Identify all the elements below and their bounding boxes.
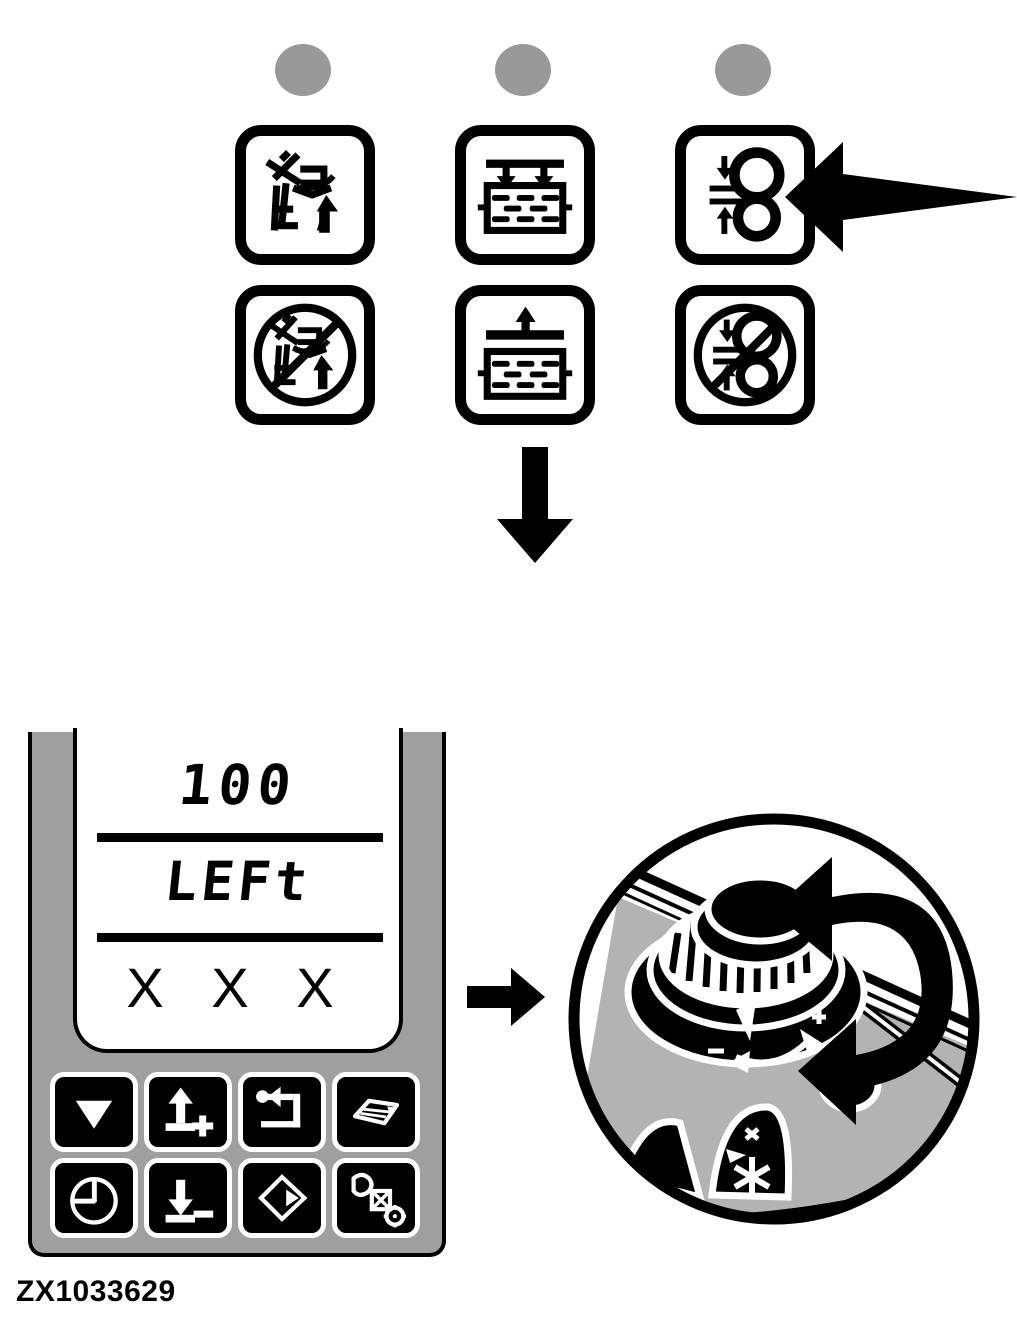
knob-minus-arrowhead: [728, 1051, 750, 1073]
icon-tile-boom-fold[interactable]: [235, 125, 375, 265]
flow-arrow-down-icon: [497, 447, 573, 563]
icon-tile-tank-fill[interactable]: [455, 125, 595, 265]
lcd-screen: 100 LEFt X X X: [73, 728, 403, 1053]
key-timer[interactable]: [50, 1158, 138, 1238]
boom-fold-icon: [265, 150, 339, 233]
up-arrow-plus-icon: [165, 1087, 214, 1137]
monitor-keypad: [50, 1072, 428, 1240]
roller-compress-disabled-icon: [693, 303, 797, 407]
console-switch-ac: [708, 1103, 793, 1201]
flow-arrow-right-icon: [467, 968, 545, 1026]
icon-tile-boom-fold-disabled[interactable]: [235, 285, 375, 425]
diamond-arrow-icon: [258, 1174, 308, 1222]
tank-fill-icon: [477, 159, 573, 234]
icon-tile-tank-empty[interactable]: [455, 285, 595, 425]
shapes-gear-icon: [351, 1172, 407, 1228]
down-arrow-minus-icon: [165, 1179, 214, 1223]
tank-empty-icon: [477, 306, 573, 400]
clock-icon: [70, 1177, 118, 1225]
ac-plus-mark: [744, 1127, 760, 1141]
boom-fold-disabled-icon: [253, 303, 357, 407]
key-transfer[interactable]: [238, 1158, 326, 1238]
lcd-divider-top: [97, 833, 383, 842]
rotation-arrow-bidirectional: [772, 857, 953, 1125]
key-lower-minus[interactable]: [144, 1158, 232, 1238]
knob-plus-arrowhead: [800, 1029, 822, 1055]
return-icon: [256, 1086, 301, 1128]
rotary-knob-detail-inset: [560, 805, 988, 1233]
indicator-lamp-center: [495, 44, 551, 96]
field-icon: [352, 1098, 400, 1126]
inset-circle-border: [568, 813, 980, 1225]
sprayer-monitor: 100 LEFt X X X: [28, 728, 446, 1257]
key-field-map[interactable]: [332, 1072, 420, 1152]
key-settings[interactable]: [332, 1158, 420, 1238]
key-enter-return[interactable]: [238, 1072, 326, 1152]
snowflake-icon: [733, 1157, 771, 1197]
indicator-lamp-left: [275, 44, 331, 96]
key-scroll-down[interactable]: [50, 1072, 138, 1152]
roller-compress-icon: [709, 147, 785, 242]
key-raise-plus[interactable]: [144, 1072, 232, 1152]
figure-caption: ZX1033629: [16, 1275, 176, 1308]
lcd-value-line: 100: [176, 753, 301, 817]
ac-arrow-mark: [726, 1149, 746, 1163]
knob-plus-mark: [812, 1010, 826, 1024]
lcd-status-line: X X X: [126, 956, 350, 1019]
icon-tile-roller-compress-disabled[interactable]: [675, 285, 815, 425]
callout-arrow: [785, 142, 1017, 252]
indicator-lamp-right: [715, 44, 771, 96]
lcd-label-line: LEFt: [161, 850, 315, 913]
down-triangle-icon: [75, 1100, 113, 1129]
lcd-divider-bottom: [97, 933, 383, 942]
